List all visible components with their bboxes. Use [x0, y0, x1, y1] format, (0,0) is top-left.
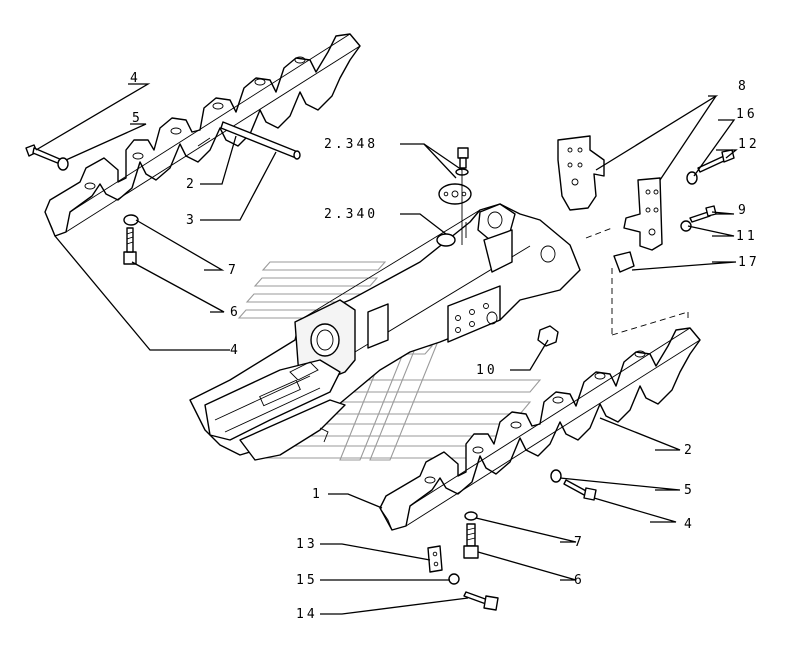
bolt-part-9 [689, 205, 717, 223]
label-4-top: 4 [130, 71, 141, 86]
label-5-right: 5 [684, 483, 695, 498]
washer-part-5-top [57, 157, 69, 171]
bolt-part-14 [463, 591, 499, 611]
nut-part-10 [537, 325, 559, 347]
main-frame-2340 [189, 203, 581, 461]
bolt-2348 [457, 147, 469, 169]
label-4-left: 4 [230, 343, 241, 358]
bolt-part-12 [697, 149, 735, 173]
label-10: 10 [476, 363, 498, 378]
bolt-part-6-left [123, 227, 137, 265]
bolt-part-4-right [563, 479, 597, 501]
washer-part-7-bottom [464, 511, 478, 521]
bolt-part-6-bottom [463, 523, 479, 559]
label-8: 8 [738, 79, 749, 94]
label-7-bottom: 7 [574, 535, 585, 550]
label-11: 11 [736, 229, 758, 244]
label-6-bottom: 6 [574, 573, 585, 588]
label-2-top: 2 [186, 177, 197, 192]
washer-part-7-left [123, 214, 139, 226]
label-5-top: 5 [132, 111, 143, 126]
upper-left-track-guide [44, 33, 361, 237]
plate-2348 [438, 183, 472, 205]
label-7-left: 7 [228, 263, 239, 278]
washer-part-15 [448, 573, 460, 585]
pin-part-3 [220, 121, 301, 160]
clip-part-17 [613, 251, 635, 273]
bracket-part-8-left [557, 135, 605, 211]
label-12: 12 [738, 137, 760, 152]
assembly-dashed-lines [585, 227, 689, 336]
label-4-right: 4 [684, 517, 695, 532]
label-14: 14 [296, 607, 318, 622]
label-13: 13 [296, 537, 318, 552]
callout-labels: 4 5 2 3 7 6 4 2.348 2.340 8 16 12 9 11 1… [130, 71, 760, 622]
label-6-left: 6 [230, 305, 241, 320]
bolt-part-4-top [25, 144, 63, 165]
label-9: 9 [738, 203, 749, 218]
label-2348: 2.348 [324, 137, 378, 152]
label-15: 15 [296, 573, 318, 588]
label-1: 1 [312, 487, 323, 502]
label-2-right: 2 [684, 443, 695, 458]
plate-part-13 [427, 545, 443, 573]
label-16: 16 [736, 107, 758, 122]
washer-part-5-right [550, 469, 562, 483]
lower-right-track-guide [379, 327, 701, 531]
label-2340: 2.340 [324, 207, 378, 222]
label-3: 3 [186, 213, 197, 228]
leader-lines [35, 83, 738, 615]
label-17: 17 [738, 255, 760, 270]
bracket-part-8-right [623, 177, 663, 251]
